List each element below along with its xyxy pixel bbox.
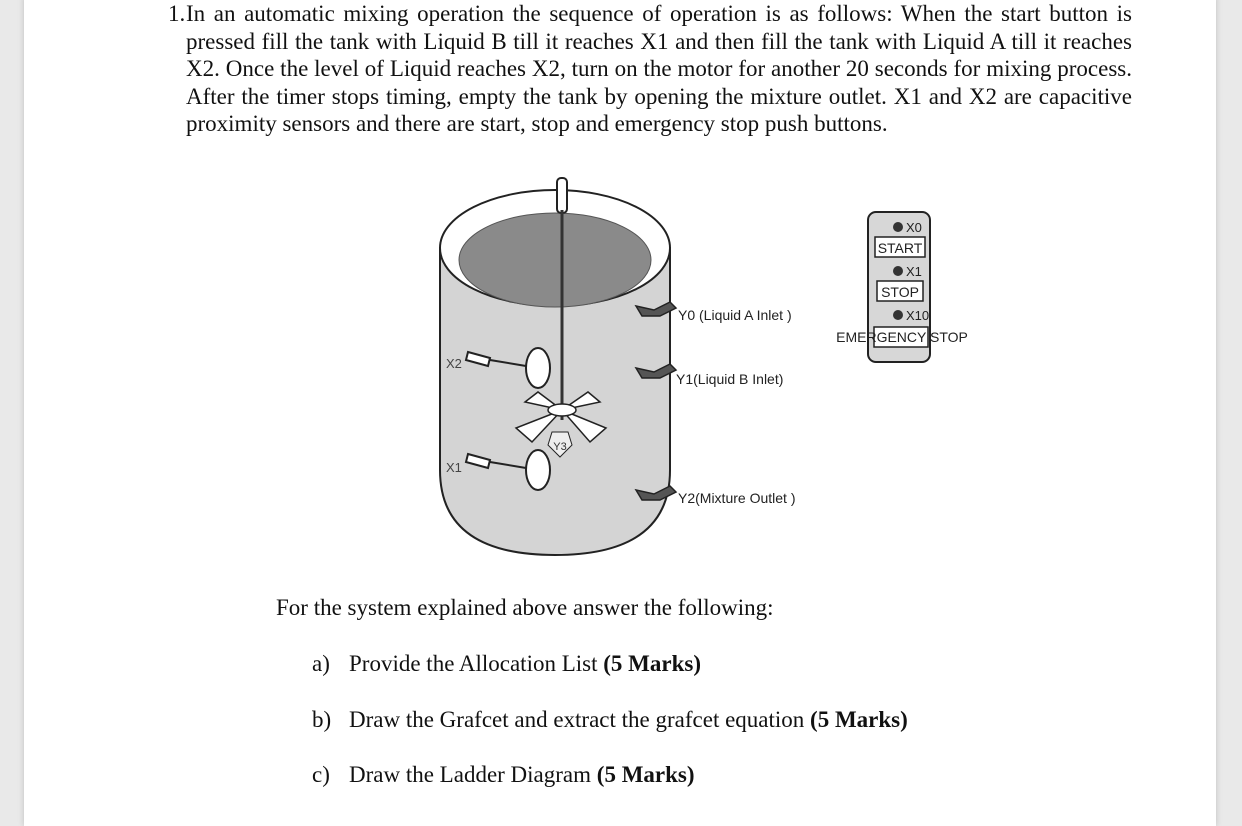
- valve-y2-icon: [634, 485, 678, 501]
- sensor-x1-label: X1: [446, 460, 462, 475]
- task-item-b: b) Draw the Grafcet and extract the grafc…: [312, 706, 908, 734]
- valve-y2-label: Y2(Mixture Outlet ): [678, 490, 795, 506]
- task-marks: (5 Marks): [603, 651, 701, 676]
- task-item-c: c) Draw the Ladder Diagram (5 Marks): [312, 761, 695, 789]
- sensor-x2-label: X2: [446, 356, 462, 371]
- sensor-x1-float: [525, 449, 551, 491]
- start-indicator-icon: [893, 222, 903, 232]
- task-label: a): [312, 651, 330, 676]
- valve-y0-label: Y0 (Liquid A Inlet ): [678, 307, 792, 323]
- task-text: Provide the Allocation List: [349, 651, 604, 676]
- emergency-indicator-icon: [893, 310, 903, 320]
- tank-body: [439, 247, 671, 557]
- stop-button-label: STOP: [881, 284, 919, 300]
- task-label: c): [312, 762, 330, 787]
- agitator-blade: [514, 409, 563, 444]
- sensor-x2-body: [464, 350, 492, 368]
- stop-indicator-icon: [893, 266, 903, 276]
- task-text: Draw the Grafcet and extract the grafcet…: [349, 707, 811, 732]
- task-marks: (5 Marks): [810, 707, 908, 732]
- valve-y1-label: Y1(Liquid B Inlet): [676, 371, 783, 387]
- mixing-tank-diagram: Y3 X2 X1 Y0 (Liquid A Inlet ) Y1(Liquid …: [439, 177, 968, 557]
- question-number: 1.: [168, 1, 186, 26]
- task-item-a: a) Provide the Allocation List (5 Marks): [312, 650, 701, 678]
- liquid-surface: [458, 212, 652, 308]
- panel-x10-label: X10: [906, 308, 929, 323]
- agitator-hub: [547, 403, 577, 417]
- agitator-motor: [556, 177, 568, 214]
- valve-y1-icon: [634, 363, 678, 379]
- question-text: In an automatic mixing operation the seq…: [186, 1, 1132, 136]
- agitator-blade: [561, 409, 608, 444]
- start-button-label: START: [878, 240, 923, 256]
- sensor-x2-float: [525, 347, 551, 389]
- motor-y3-label: Y3: [553, 441, 566, 453]
- task-label: b): [312, 707, 332, 732]
- panel-x1-label: X1: [906, 264, 922, 279]
- instructions-intro: For the system explained above answer th…: [276, 595, 774, 620]
- task-text: Draw the Ladder Diagram: [349, 762, 597, 787]
- panel-x0-label: X0: [906, 220, 922, 235]
- emergency-stop-label: EMERGENCY STOP: [836, 329, 968, 345]
- motor-y3-badge: [547, 431, 573, 458]
- sensor-x1-body: [464, 452, 492, 470]
- task-marks: (5 Marks): [596, 762, 695, 787]
- valve-y0-icon: [634, 301, 678, 317]
